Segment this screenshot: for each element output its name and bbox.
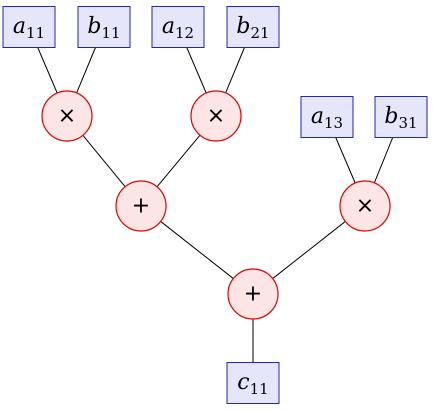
operator-circle xyxy=(227,268,279,320)
operator-node-mul1: × xyxy=(41,90,93,142)
operator-symbol: × xyxy=(356,194,374,219)
variable-node-b31: b31 xyxy=(374,96,428,138)
variable-label: b11 xyxy=(87,14,120,42)
variable-subscript: 11 xyxy=(26,24,45,42)
operator-circle xyxy=(190,90,242,142)
variable-label: b31 xyxy=(384,104,417,132)
variable-node-a13: a13 xyxy=(300,96,354,138)
edge-a12-to-mul2 xyxy=(186,47,207,94)
variable-node-a11: a11 xyxy=(2,6,56,48)
variable-base: c xyxy=(237,370,249,395)
operator-node-add2: + xyxy=(227,268,279,320)
variable-node-a12: a12 xyxy=(151,6,205,48)
operator-symbol: + xyxy=(132,194,150,219)
variable-label: c11 xyxy=(237,370,268,398)
variable-base: b xyxy=(236,14,250,39)
variable-base: a xyxy=(162,14,175,39)
variable-subscript: 31 xyxy=(399,114,418,132)
variable-base: b xyxy=(87,14,101,39)
variable-box xyxy=(226,362,280,404)
variable-base: b xyxy=(384,104,398,129)
variable-label: a12 xyxy=(162,14,194,42)
edge-a11-to-mul1 xyxy=(37,47,58,94)
variable-box xyxy=(374,96,428,138)
variable-base: a xyxy=(13,14,26,39)
edge-mul1-to-add1 xyxy=(82,134,126,188)
variable-subscript: 11 xyxy=(250,380,269,398)
variable-node-b21: b21 xyxy=(226,6,280,48)
variable-label: a11 xyxy=(13,14,45,42)
variable-label: a13 xyxy=(311,104,343,132)
variable-subscript: 13 xyxy=(324,114,343,132)
variable-subscript: 12 xyxy=(175,24,194,42)
variable-box xyxy=(226,6,280,48)
operator-circle xyxy=(339,180,391,232)
operator-symbol: × xyxy=(58,104,76,129)
variable-base: a xyxy=(311,104,324,129)
variable-label: b21 xyxy=(236,14,269,42)
edges-layer xyxy=(37,47,394,363)
variable-subscript: 21 xyxy=(251,24,270,42)
edge-a13-to-mul3 xyxy=(335,137,356,184)
operator-node-mul3: × xyxy=(339,180,391,232)
edge-b21-to-mul2 xyxy=(225,47,245,94)
edge-b11-to-mul1 xyxy=(76,47,96,94)
operator-node-mul2: × xyxy=(190,90,242,142)
operator-symbol: + xyxy=(244,282,262,307)
operator-symbol: × xyxy=(207,104,225,129)
operator-circle xyxy=(115,180,167,232)
variable-box xyxy=(2,6,56,48)
variable-box xyxy=(300,96,354,138)
variable-box xyxy=(151,6,205,48)
variable-box xyxy=(77,6,131,48)
edge-mul2-to-add1 xyxy=(156,134,201,188)
variable-node-c11: c11 xyxy=(226,362,280,404)
operator-circle xyxy=(41,90,93,142)
variable-subscript: 11 xyxy=(102,24,121,42)
variable-node-b11: b11 xyxy=(77,6,131,48)
edge-mul3-to-add2 xyxy=(272,221,346,279)
edge-add1-to-add2 xyxy=(160,221,234,279)
operator-node-add1: + xyxy=(115,180,167,232)
edge-b31-to-mul3 xyxy=(373,137,394,184)
